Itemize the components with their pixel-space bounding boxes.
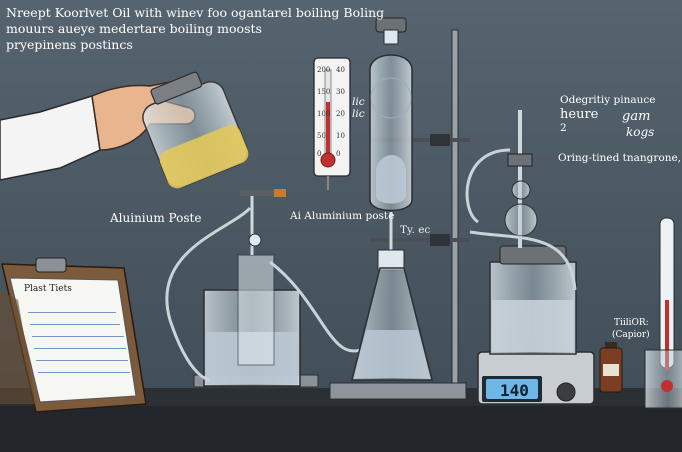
- right-gam: gam: [622, 109, 651, 124]
- bench-front: [0, 406, 682, 452]
- erlenmeyer-flask: [351, 249, 433, 381]
- right-beaker: [489, 245, 577, 355]
- label-aluminium-mid: Ai Aluminium poste: [290, 210, 395, 222]
- oil-jar: [142, 71, 249, 189]
- thermo-scale-left-4: 0: [317, 150, 322, 158]
- thermo-scale-left-1: 150: [317, 88, 331, 96]
- right-heure: heure: [560, 107, 599, 122]
- thermo-scale-left-3: 50: [317, 132, 326, 140]
- brown-bottle: [599, 342, 623, 393]
- bottle-sub: (Capior): [612, 330, 650, 340]
- label-aluminium-left: Aluinium Poste: [110, 211, 202, 225]
- right-sub: Oring-tined tnangrone,: [558, 152, 682, 164]
- thermo-scale-right-1: 30: [336, 88, 345, 96]
- thermo-scale-right-4: 0: [336, 150, 341, 158]
- caption-line-2: mouurs aueye medertare boiling moosts: [6, 21, 262, 36]
- thermo-scale-left-2: 100: [317, 110, 331, 118]
- thermo-tick-b: lic: [352, 108, 365, 120]
- label-flask-tag: Ty. ec: [400, 224, 431, 236]
- distillation-column: [504, 110, 538, 248]
- hotplate[interactable]: [477, 351, 595, 405]
- right-title: Odegritiy pinauce: [560, 94, 656, 106]
- clipboard: [0, 257, 147, 413]
- ring-stand: [329, 29, 470, 400]
- left-beaker: [193, 189, 319, 388]
- thermo-scale-right-0: 40: [336, 66, 345, 74]
- thermo-scale-left-0: 200: [317, 66, 331, 74]
- standing-thermometer: [644, 217, 682, 409]
- right-kogs: kogs: [626, 125, 655, 139]
- thermo-tick-a: lic: [352, 96, 365, 108]
- hotplate-display: 140: [500, 381, 529, 400]
- thermo-scale-right-3: 10: [336, 132, 345, 140]
- thermo-scale-right-2: 20: [336, 110, 345, 118]
- wall-thermometer: [313, 57, 351, 190]
- tubing-mid: [269, 260, 361, 353]
- tubing-left: [165, 206, 252, 382]
- right-num: 2: [560, 122, 567, 134]
- tubing-right: [465, 148, 511, 224]
- separatory-funnel: [369, 17, 413, 250]
- bottle-label: TiiliOR:: [614, 318, 649, 328]
- tubing-right-low: [469, 230, 577, 291]
- caption-line-3: pryepinens postincs: [6, 37, 133, 52]
- caption-line-1: Nreept Koorlvet Oil with winev foo ogant…: [6, 5, 385, 20]
- clipboard-title: Plast Tiets: [24, 284, 72, 294]
